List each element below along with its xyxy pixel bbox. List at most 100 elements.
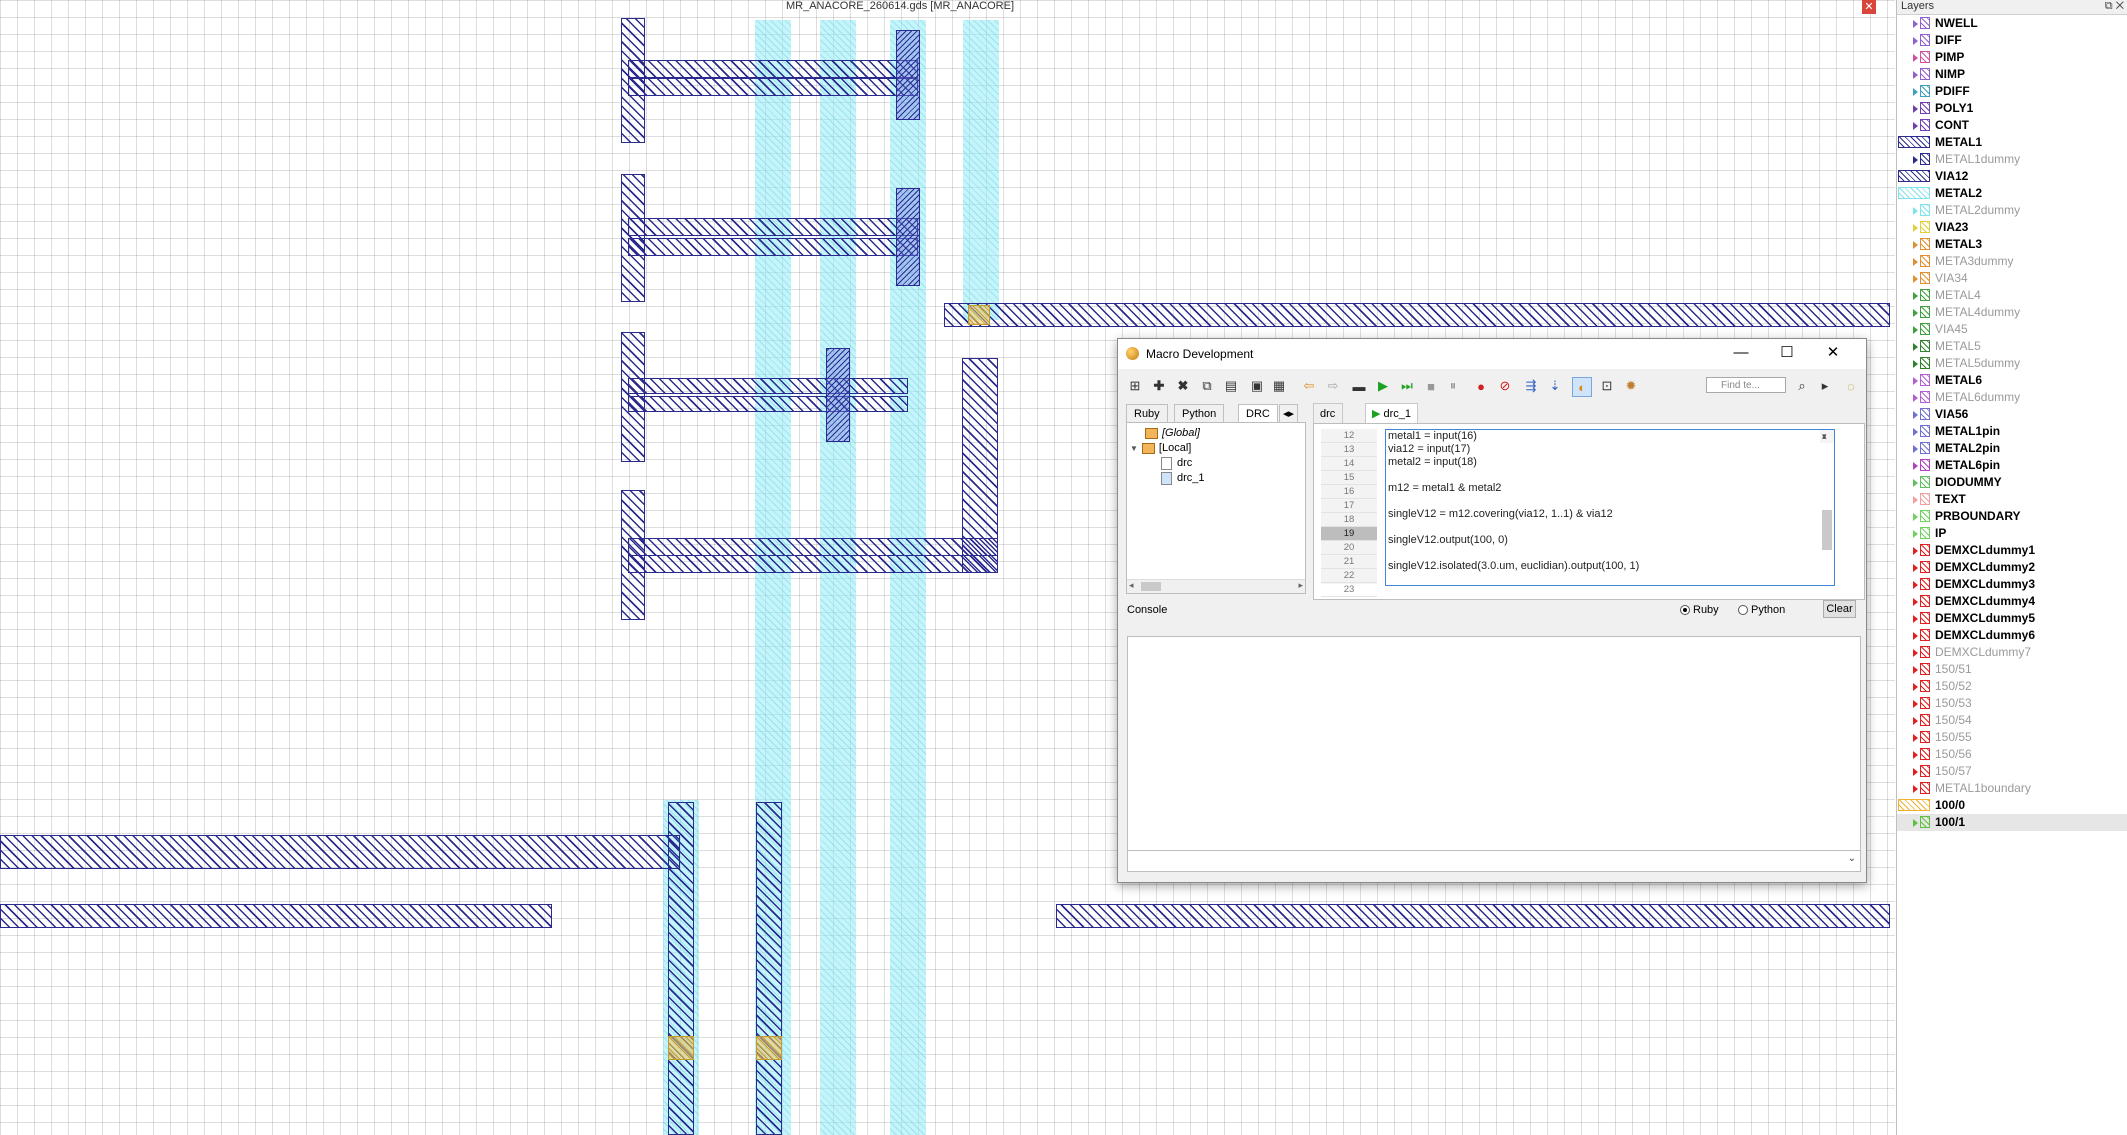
help-icon[interactable]: ◌	[1847, 378, 1855, 394]
radio-ruby[interactable]: Ruby	[1680, 604, 1719, 616]
editor-tab-drc-1[interactable]: ▶drc_1✕	[1365, 403, 1418, 441]
save-as-icon[interactable]: ▦	[1272, 378, 1286, 393]
layer-row[interactable]: METAL2	[1897, 185, 2127, 202]
layer-row[interactable]: VIA45	[1897, 321, 2127, 338]
tab-ruby[interactable]: Ruby	[1126, 404, 1168, 422]
layer-row[interactable]: METAL2pin	[1897, 440, 2127, 457]
expand-arrow-icon[interactable]	[1913, 751, 1918, 759]
expand-arrow-icon[interactable]	[1913, 122, 1918, 130]
expand-arrow-icon[interactable]	[1913, 37, 1918, 45]
layer-row[interactable]: METAL6	[1897, 372, 2127, 389]
panel-float-close-icons[interactable]: ⧉ ✕	[2104, 0, 2124, 12]
layer-row[interactable]: META3dummy	[1897, 253, 2127, 270]
expand-arrow-icon[interactable]: ▼	[1130, 444, 1138, 453]
layer-row[interactable]: NWELL	[1897, 15, 2127, 32]
expand-arrow-icon[interactable]	[1913, 428, 1918, 436]
forward-icon[interactable]: ⇨	[1327, 378, 1339, 393]
radio-python[interactable]: Python	[1738, 604, 1785, 616]
expand-arrow-icon[interactable]	[1913, 71, 1918, 79]
tree-item-drc-1[interactable]: drc_1	[1161, 471, 1205, 486]
expand-arrow-icon[interactable]	[1913, 683, 1918, 691]
macro-window-titlebar[interactable]: Macro Development — ☐ ✕	[1118, 339, 1866, 369]
separator-icon[interactable]: ▬	[1352, 378, 1366, 394]
layer-row[interactable]: TEXT	[1897, 491, 2127, 508]
expand-arrow-icon[interactable]	[1913, 717, 1918, 725]
save-icon[interactable]: ▣	[1250, 378, 1264, 393]
expand-arrow-icon[interactable]	[1913, 598, 1918, 606]
expand-arrow-icon[interactable]	[1913, 360, 1918, 368]
layer-row[interactable]: METAL1	[1897, 134, 2127, 151]
expand-arrow-icon[interactable]	[1913, 258, 1918, 266]
code-line[interactable]: metal1 = input(16)	[1388, 430, 1477, 442]
layer-row[interactable]: 150/51	[1897, 661, 2127, 678]
console-dropdown-icon[interactable]: ⌄	[1847, 853, 1856, 864]
expand-arrow-icon[interactable]	[1913, 326, 1918, 334]
expand-arrow-icon[interactable]	[1913, 819, 1918, 827]
layer-row[interactable]: METAL5dummy	[1897, 355, 2127, 372]
back-icon[interactable]: ⇦	[1303, 378, 1315, 393]
expand-arrow-icon[interactable]	[1913, 224, 1918, 232]
run-current-icon[interactable]: ⏭	[1401, 378, 1413, 393]
expand-arrow-icon[interactable]	[1913, 394, 1918, 402]
expand-arrow-icon[interactable]	[1913, 241, 1918, 249]
expand-arrow-icon[interactable]	[1913, 530, 1918, 538]
search-icon[interactable]: ⌕	[1798, 378, 1806, 393]
rename-icon[interactable]: ⧉	[1202, 378, 1212, 393]
expand-arrow-icon[interactable]	[1913, 20, 1918, 28]
layer-row[interactable]: CONT	[1897, 117, 2127, 134]
expand-arrow-icon[interactable]	[1913, 275, 1918, 283]
scroll-down-icon[interactable]: ▾	[1822, 431, 1827, 441]
layer-row[interactable]: POLY1	[1897, 100, 2127, 117]
expand-arrow-icon[interactable]	[1913, 666, 1918, 674]
layer-row[interactable]: DEMXCLdummy5	[1897, 610, 2127, 627]
code-line[interactable]: m12 = metal1 & metal2	[1388, 482, 1502, 494]
layer-row[interactable]: 150/54	[1897, 712, 2127, 729]
layer-row[interactable]: 150/53	[1897, 695, 2127, 712]
layer-row[interactable]: METAL1dummy	[1897, 151, 2127, 168]
expand-arrow-icon[interactable]	[1913, 581, 1918, 589]
layer-row[interactable]: DEMXCLdummy2	[1897, 559, 2127, 576]
expand-arrow-icon[interactable]	[1913, 734, 1918, 742]
clear-button[interactable]: Clear	[1823, 600, 1856, 618]
expand-arrow-icon[interactable]	[1913, 343, 1918, 351]
layer-row[interactable]: 100/1	[1897, 814, 2127, 831]
layer-row[interactable]: DEMXCLdummy3	[1897, 576, 2127, 593]
scrollbar-thumb[interactable]	[1141, 582, 1161, 591]
settings-icon[interactable]: ✹	[1625, 378, 1637, 393]
layer-row[interactable]: DIFF	[1897, 32, 2127, 49]
close-button[interactable]: ✕	[1826, 344, 1840, 361]
close-view-icon[interactable]: ✕	[1862, 0, 1876, 14]
tab-python[interactable]: Python	[1174, 404, 1225, 422]
minimize-button[interactable]: —	[1733, 344, 1749, 361]
layer-row[interactable]: 150/52	[1897, 678, 2127, 695]
code-line[interactable]: singleV12 = m12.covering(via12, 1..1) & …	[1388, 508, 1613, 520]
layer-row[interactable]: METAL6dummy	[1897, 389, 2127, 406]
tab-drc[interactable]: DRC	[1238, 404, 1278, 422]
layer-row[interactable]: METAL4	[1897, 287, 2127, 304]
scroll-up-icon[interactable]: ▴	[1822, 431, 1827, 441]
code-text-area[interactable]: metal1 = input(16)via12 = input(17)metal…	[1385, 429, 1835, 586]
layer-row[interactable]: 150/57	[1897, 763, 2127, 780]
expand-arrow-icon[interactable]	[1913, 700, 1918, 708]
layer-row[interactable]: DEMXCLdummy4	[1897, 593, 2127, 610]
stop-icon[interactable]: ■	[1427, 378, 1435, 394]
console-input[interactable]: ⌄	[1127, 850, 1861, 872]
scroll-left-icon[interactable]: ◂	[1129, 580, 1134, 590]
delete-icon[interactable]: ✖	[1177, 378, 1189, 393]
import-icon[interactable]: ▤	[1224, 378, 1238, 393]
step-into-icon[interactable]: ⇣	[1549, 378, 1561, 393]
tree-item-local[interactable]: ▼[Local]	[1130, 441, 1191, 456]
find-text-input[interactable]: Find te...	[1706, 377, 1786, 393]
layer-row[interactable]: DIODUMMY	[1897, 474, 2127, 491]
layer-row[interactable]: IP	[1897, 525, 2127, 542]
code-line[interactable]: via12 = input(17)	[1388, 443, 1471, 455]
scrollbar-thumb[interactable]	[1822, 510, 1832, 550]
expand-arrow-icon[interactable]	[1913, 547, 1918, 555]
layer-row[interactable]: 150/56	[1897, 746, 2127, 763]
scroll-right-icon[interactable]: ▸	[1298, 580, 1303, 590]
code-line[interactable]	[1386, 573, 1834, 585]
code-line[interactable]	[1386, 495, 1834, 508]
expand-arrow-icon[interactable]	[1913, 445, 1918, 453]
tree-item-drc[interactable]: drc	[1161, 456, 1192, 471]
